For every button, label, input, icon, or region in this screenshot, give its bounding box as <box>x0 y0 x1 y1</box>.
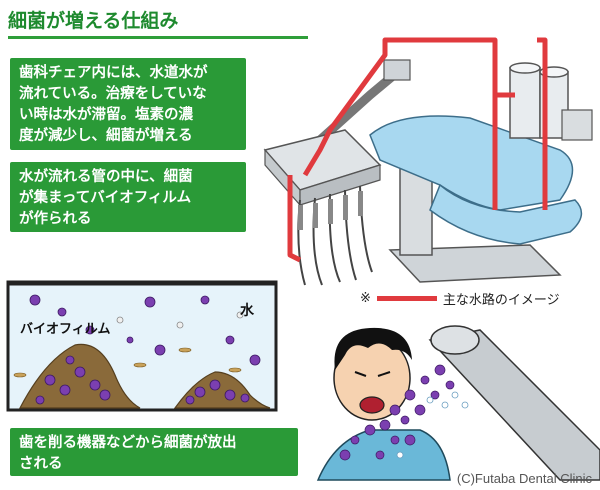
note-biofilm-text: 水が流れる管の中に、細菌 が集まってバイオフィルム が作られる <box>19 169 193 227</box>
copyright-credit: (C)Futaba Dental Clinic <box>456 471 592 486</box>
dental-handpiece-illustration <box>428 325 600 481</box>
legend-mark: ※ <box>360 291 371 306</box>
page-title: 細菌が増える仕組み <box>8 6 308 39</box>
water-label: 水 <box>240 303 254 319</box>
note-biofilm: 水が流れる管の中に、細菌 が集まってバイオフィルム が作られる <box>10 162 246 232</box>
legend-label: 主な水路のイメージ <box>442 293 560 308</box>
note-bacteria-release-text: 歯を削る機器などから細菌が放出 される <box>19 435 237 472</box>
water-path-legend: ※ 主な水路のイメージ <box>360 289 560 308</box>
legend-red-line <box>376 296 437 301</box>
spray-bacteria <box>339 364 469 461</box>
note-bacteria-release: 歯を削る機器などから細菌が放出 される <box>10 428 298 476</box>
water-path-lines <box>287 37 548 263</box>
pipe-cross-section <box>6 280 278 412</box>
dental-chair-illustration <box>263 59 593 286</box>
note-chair-water-text: 歯科チェア内には、水道水が 流れている。治療をしていな い時は水が滞留。塩素の濃… <box>19 65 208 144</box>
patient-illustration <box>316 327 451 481</box>
biofilm-label: バイオフィルム <box>20 322 111 337</box>
note-chair-water: 歯科チェア内には、水道水が 流れている。治療をしていな い時は水が滞留。塩素の濃… <box>10 58 246 150</box>
